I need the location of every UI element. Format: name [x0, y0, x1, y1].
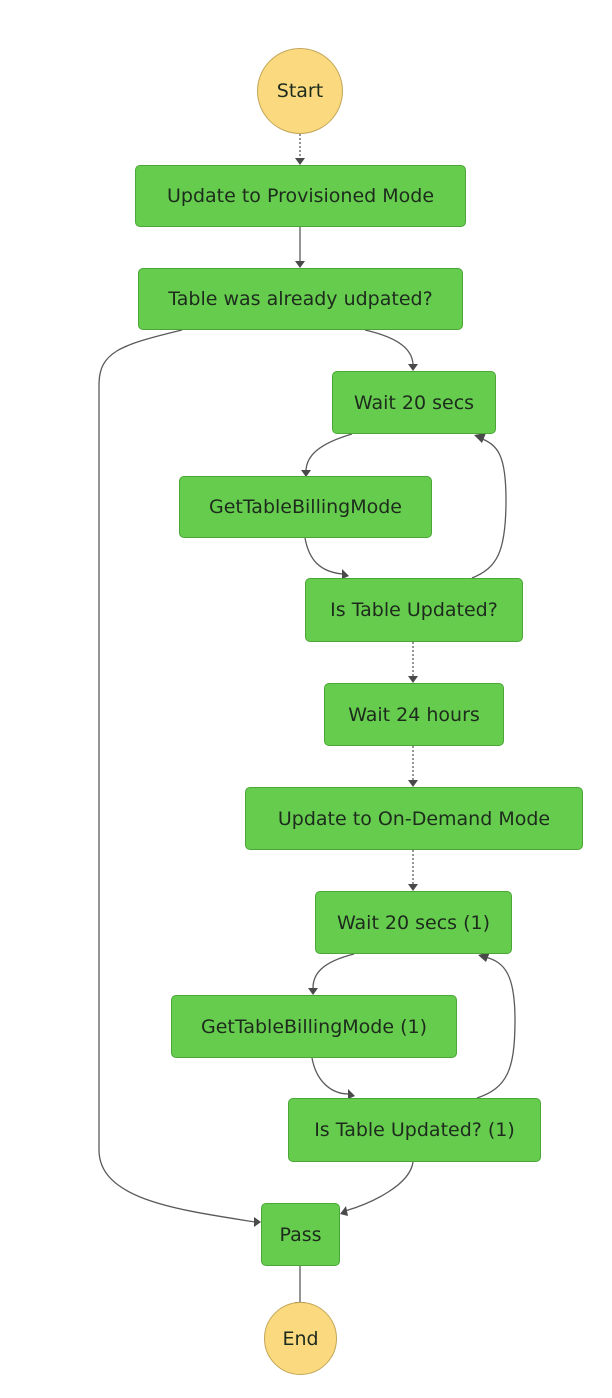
state-label: Pass	[279, 1223, 322, 1246]
state-label: Is Table Updated? (1)	[314, 1119, 515, 1141]
edge-is-updated-1-to-pass	[340, 1161, 414, 1216]
end-node-label: End	[282, 1327, 319, 1350]
state-get-table-billing-mode-1[interactable]: GetTableBillingMode (1)	[171, 995, 457, 1058]
edge-is-updated-to-wait-24h	[408, 642, 418, 683]
edge-wait-20-to-get-billing	[301, 433, 353, 477]
state-table-was-already-updated[interactable]: Table was already udpated?	[138, 268, 463, 330]
state-label: Update to Provisioned Mode	[166, 185, 435, 207]
state-wait-24-hours[interactable]: Wait 24 hours	[324, 683, 504, 746]
start-node[interactable]: Start	[257, 48, 343, 134]
state-label: Wait 20 secs (1)	[336, 911, 491, 934]
edge-wait-24h-to-update-on-demand	[408, 746, 418, 787]
edge-start-to-update-provisioned	[295, 134, 305, 165]
end-node[interactable]: End	[264, 1302, 337, 1375]
state-update-to-on-demand-mode[interactable]: Update to On-Demand Mode	[245, 787, 583, 850]
edge-get-billing-1-to-is-updated-1	[311, 1057, 355, 1099]
start-node-label: Start	[276, 80, 324, 102]
edge-already-updated-to-wait-20	[364, 329, 418, 371]
edge-is-updated-to-wait-20	[471, 433, 507, 579]
state-is-table-updated-1[interactable]: Is Table Updated? (1)	[288, 1098, 541, 1162]
edge-get-billing-to-is-updated	[304, 537, 349, 579]
state-label: GetTableBillingMode	[208, 496, 402, 518]
state-pass[interactable]: Pass	[261, 1203, 340, 1266]
edge-update-on-demand-to-wait-20-1	[408, 850, 418, 891]
state-label: GetTableBillingMode (1)	[201, 1015, 427, 1038]
edge-update-provisioned-to-already-updated	[295, 227, 305, 268]
state-label: Wait 24 hours	[348, 703, 480, 726]
state-get-table-billing-mode[interactable]: GetTableBillingMode	[179, 476, 432, 538]
state-label: Is Table Updated?	[330, 599, 498, 621]
state-update-to-provisioned-mode[interactable]: Update to Provisioned Mode	[135, 165, 466, 227]
state-label: Update to On-Demand Mode	[277, 807, 551, 830]
state-wait-20-secs[interactable]: Wait 20 secs	[332, 371, 496, 434]
edge-already-updated-to-pass	[98, 329, 261, 1227]
state-label: Wait 20 secs	[353, 391, 475, 414]
edge-is-updated-1-to-wait-20-1	[476, 952, 516, 1099]
state-wait-20-secs-1[interactable]: Wait 20 secs (1)	[315, 891, 512, 954]
state-is-table-updated[interactable]: Is Table Updated?	[305, 578, 523, 642]
state-label: Table was already udpated?	[168, 288, 433, 310]
edge-wait-20-1-to-get-billing-1	[308, 953, 355, 995]
